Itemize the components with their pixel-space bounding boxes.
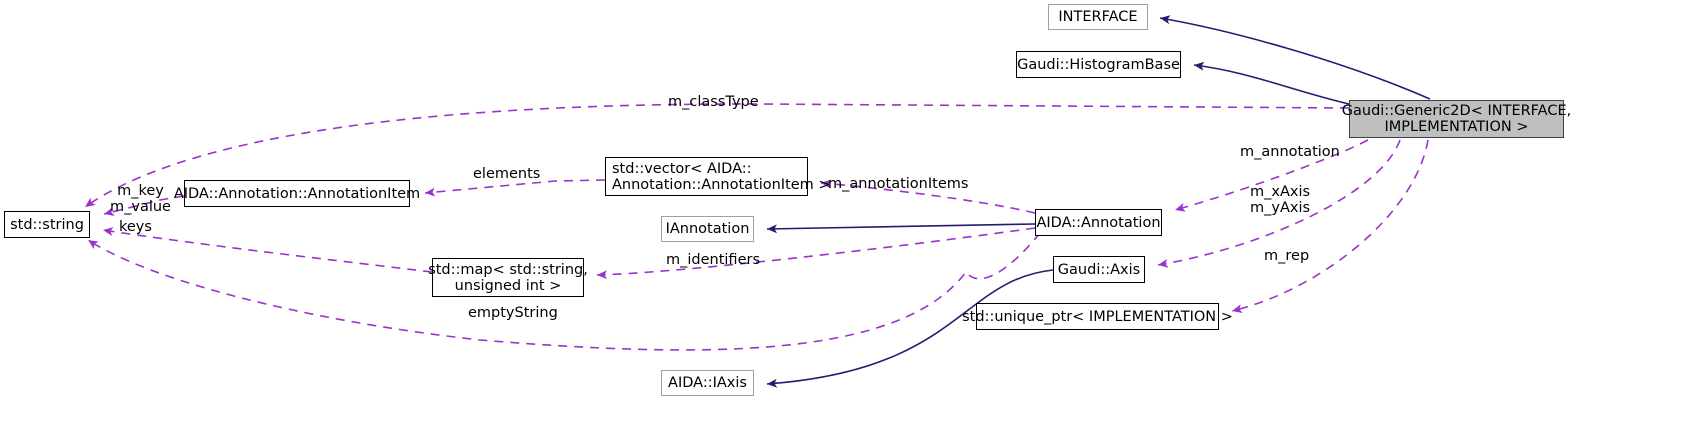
edge-generic2d-histogrambase	[1193, 61, 1350, 105]
node-std-vector-annotationitem[interactable]: std::vector< AIDA:: Annotation::Annotati…	[605, 157, 831, 196]
edge-annotation-map	[596, 227, 1036, 280]
node-label: std::string	[10, 216, 84, 233]
node-label: Gaudi::HistogramBase	[1017, 56, 1180, 73]
node-aida-annotation-annotationitem[interactable]: AIDA::Annotation::AnnotationItem	[174, 180, 420, 207]
edge-generic2d-string-classtype	[84, 103, 1350, 208]
edge-label-m-annotationitems: m_annotationItems	[828, 176, 969, 192]
edge-generic2d-axis	[1157, 139, 1401, 268]
node-label: AIDA::Annotation	[1036, 214, 1161, 231]
edge-generic2d-annotation	[1174, 139, 1369, 212]
node-label: std::map< std::string, unsigned int >	[428, 261, 588, 294]
edge-annotation-vector	[820, 179, 1036, 214]
edge-generic2d-uniqueptr	[1231, 139, 1429, 314]
edge-label-emptystring: emptyString	[468, 305, 558, 321]
edge-label-m-key-m-value: m_key m_value	[110, 183, 171, 215]
node-gaudi-generic2d[interactable]: Gaudi::Generic2D< INTERFACE, IMPLEMENTAT…	[1342, 100, 1571, 138]
edge-axis-iaxis	[766, 269, 1054, 388]
node-label: std::vector< AIDA:: Annotation::Annotati…	[612, 160, 831, 193]
node-label: INTERFACE	[1058, 9, 1138, 25]
node-iannotation[interactable]: IAnnotation	[661, 216, 754, 242]
edge-annotation-string-emptystring	[87, 232, 1041, 351]
node-label: Gaudi::Axis	[1057, 261, 1141, 278]
node-std-map-string-unsigned-int[interactable]: std::map< std::string, unsigned int >	[428, 258, 588, 297]
node-label: AIDA::IAxis	[668, 375, 747, 391]
usage-edges	[84, 103, 1429, 351]
node-std-string[interactable]: std::string	[4, 211, 90, 238]
node-gaudi-axis[interactable]: Gaudi::Axis	[1053, 256, 1145, 283]
edge-label-m-identifiers: m_identifiers	[666, 252, 761, 268]
edge-vector-annotationitem	[424, 179, 606, 197]
node-aida-annotation[interactable]: AIDA::Annotation	[1035, 209, 1162, 236]
edge-label-keys: keys	[119, 219, 152, 235]
inheritance-edges	[766, 15, 1431, 388]
edge-label-m-annotation: m_annotation	[1240, 144, 1340, 160]
node-std-unique-ptr-implementation[interactable]: std::unique_ptr< IMPLEMENTATION >	[962, 303, 1233, 330]
edge-map-string-keys	[102, 227, 433, 273]
edge-annotation-iannotation	[766, 223, 1036, 234]
node-gaudi-histogrambase[interactable]: Gaudi::HistogramBase	[1016, 51, 1181, 78]
edge-label-m-rep: m_rep	[1264, 248, 1310, 264]
node-interface[interactable]: INTERFACE	[1048, 4, 1148, 30]
node-label: IAnnotation	[665, 221, 750, 237]
edge-label-m-xaxis-m-yaxis: m_xAxis m_yAxis	[1250, 184, 1311, 216]
node-label: std::unique_ptr< IMPLEMENTATION >	[962, 308, 1233, 325]
edge-label-elements: elements	[473, 166, 541, 182]
edge-annotationitem-string	[103, 195, 185, 216]
node-aida-iaxis[interactable]: AIDA::IAxis	[661, 370, 754, 396]
edge-generic2d-interface	[1159, 15, 1431, 100]
edge-label-m-classtype: m_classType	[668, 94, 759, 110]
node-label: Gaudi::Generic2D< INTERFACE, IMPLEMENTAT…	[1341, 103, 1572, 135]
node-label: AIDA::Annotation::AnnotationItem	[173, 185, 421, 202]
